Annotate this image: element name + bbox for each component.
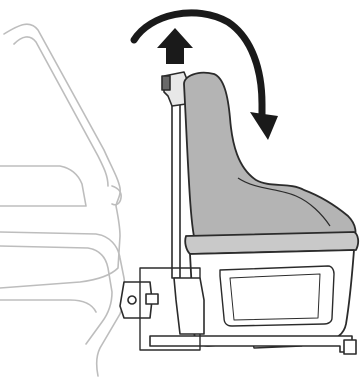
cargo-base xyxy=(190,250,354,348)
vehicle-body-panel xyxy=(0,166,86,206)
vehicle-rear-silhouette xyxy=(0,24,125,376)
hitch-bolt xyxy=(128,296,136,304)
hitch-pin xyxy=(146,294,158,304)
vehicle-window-line xyxy=(14,37,108,186)
mast-pole-collar xyxy=(162,76,170,90)
curved-arrow-head xyxy=(250,112,278,140)
hitch-arm xyxy=(174,278,204,334)
cargo-base-handle-recess xyxy=(220,266,334,326)
vehicle-bumper-inner xyxy=(0,246,112,344)
vehicle-lower-line xyxy=(0,300,96,312)
vehicle-body-outline xyxy=(0,24,120,288)
cargo-cover-shell xyxy=(184,73,355,244)
arrow-up-icon xyxy=(157,28,193,64)
hitch-end-cap xyxy=(344,340,356,354)
cargo-cover xyxy=(184,73,358,254)
vehicle-bumper xyxy=(0,232,125,376)
mast-pole-shaft xyxy=(172,96,180,278)
